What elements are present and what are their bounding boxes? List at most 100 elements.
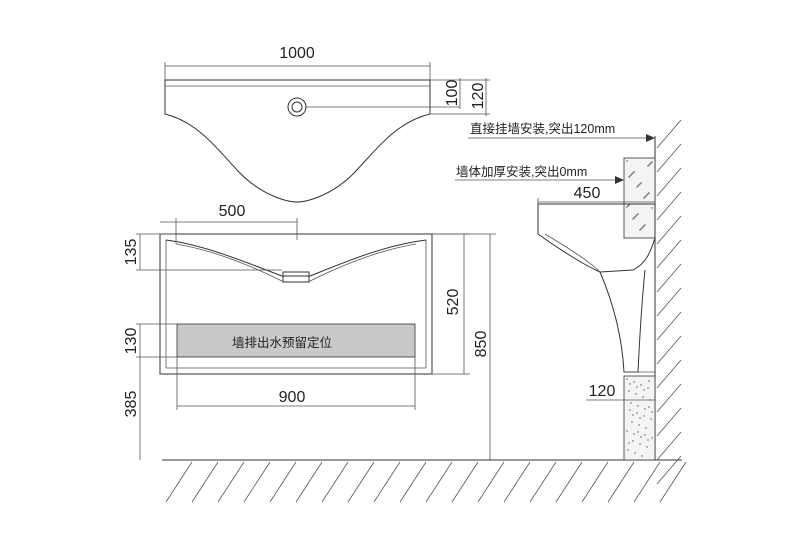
wall-hatch-line <box>656 215 682 245</box>
wall-stipple-dot <box>645 427 647 429</box>
wall-stipple-dot <box>643 389 645 391</box>
wall-stipple-dot <box>637 405 639 407</box>
wall-stipple-dot <box>626 206 628 208</box>
cabinet-body <box>159 233 433 375</box>
wall-stipple-dot <box>632 218 634 220</box>
wall-stipple-dot <box>637 431 639 433</box>
top-width-label: 1000 <box>279 45 315 62</box>
wall-stipple-dot <box>648 192 650 194</box>
wall-stipple-dot <box>636 214 638 216</box>
wall-stipple-dot <box>629 175 631 177</box>
wall-stipple-dot <box>644 196 646 198</box>
wall-stipple-dot <box>636 186 638 188</box>
drain-zone-height-label: 130 <box>123 328 140 355</box>
wall-hatch-line <box>656 167 682 197</box>
wall-stipple-dot <box>644 408 646 410</box>
front-view: 500 135 520 850 墙排出水预留定位 130 385 900 <box>123 203 496 460</box>
floor-hatch <box>162 459 687 503</box>
wall-stipple-dot <box>627 449 629 451</box>
front-basin-curve <box>165 239 427 277</box>
wall-stipple-dot <box>632 440 634 442</box>
floor-hatch-line <box>607 461 635 503</box>
wall-stipple-dot <box>630 174 632 176</box>
wall-hatch-line <box>656 239 682 269</box>
floor-hatch-line <box>451 461 479 503</box>
wall-hatch-line <box>656 335 682 365</box>
wall-stipple-dot <box>647 439 649 441</box>
wall-stipple-dot <box>650 162 652 164</box>
top-view: 1000 100 120 <box>164 45 490 203</box>
wall-stipple-dot <box>634 216 636 218</box>
wall-hatch-line <box>656 359 682 389</box>
wall-stipple-dot <box>647 193 649 195</box>
wall-stipple-dot <box>636 386 638 388</box>
wall-stipple-dot <box>640 228 642 230</box>
wall-stipple-dot <box>629 409 631 411</box>
wall-stipple-dot <box>633 171 635 173</box>
wall-stipple-dot <box>644 434 646 436</box>
basin-width-label: 500 <box>219 203 246 220</box>
wall-stipple-dot <box>639 183 641 185</box>
floor-hatch-line <box>269 461 297 503</box>
wall-stipple-dot <box>639 229 641 231</box>
floor-hatch-line <box>321 461 349 503</box>
wall-stipple-dot <box>639 417 641 419</box>
wall-stipple-dot <box>638 424 640 426</box>
floor-hatch-line <box>373 461 401 503</box>
cabinet-height-label: 520 <box>445 289 462 316</box>
wall-block-label: 120 <box>589 383 616 400</box>
total-height-label: 850 <box>473 331 490 358</box>
wall-stipple-dot <box>641 227 643 229</box>
floor-hatch-line <box>581 461 609 503</box>
wall-hatch-line <box>656 263 682 293</box>
wall-stipple-dot <box>642 226 644 228</box>
wall-stipple-dot <box>644 224 646 226</box>
wall-stipple-dot <box>630 402 632 404</box>
wall-stipple-dot <box>643 225 645 227</box>
drain-zone <box>176 323 416 358</box>
wall-stipple-dot <box>627 205 629 207</box>
wall-stipple-dot <box>634 452 636 454</box>
wall-stipple-dot <box>648 380 650 382</box>
basin-height-label: 135 <box>123 239 140 266</box>
floor-gap-label: 385 <box>123 391 140 418</box>
floor-hatch-line <box>165 461 193 503</box>
side-view: 450 直接挂墙安装,突出120mm 墙体加厚安装,突出0mm 120 <box>455 119 682 485</box>
top-view-basin-outline <box>164 79 431 203</box>
wall-stipple-dot <box>628 204 630 206</box>
wall-stipple-dot <box>639 443 641 445</box>
wall-stipple-dot <box>651 161 653 163</box>
wall-stipple-dot <box>637 213 639 215</box>
wall-hatch-line <box>656 455 682 485</box>
wall-stipple-dot <box>641 455 643 457</box>
note-direct-mount: 直接挂墙安装,突出120mm <box>470 121 615 136</box>
wall-stipple-dot <box>635 215 637 217</box>
wall-hatch-line <box>656 287 682 317</box>
wall-stipple-dot <box>635 393 637 395</box>
floor-hatch-line <box>503 461 531 503</box>
floor-hatch-line <box>425 461 453 503</box>
side-depth-label: 450 <box>574 185 601 202</box>
wall-stipple-dot <box>632 172 634 174</box>
wall-stipple-dot <box>626 430 628 432</box>
wall-stipple-dot <box>645 195 647 197</box>
wall-stipple-dot <box>647 165 649 167</box>
wall-stipple-dot <box>642 396 644 398</box>
wall-stipple-dot <box>640 182 642 184</box>
wall-stipple-dot <box>631 173 633 175</box>
floor-hatch-line <box>477 461 505 503</box>
wall-hatch-line <box>656 431 682 461</box>
wall-hatch-line <box>656 311 682 341</box>
top-depth-label-120: 120 <box>470 83 487 110</box>
wall-stipple-dot <box>633 433 635 435</box>
floor-hatch-line <box>659 461 687 503</box>
wall-hatch-line <box>656 143 682 173</box>
floor-hatch-line <box>399 461 427 503</box>
wall-stipple-dot <box>631 421 633 423</box>
wall-stipple-dot <box>651 411 653 413</box>
wall-stipple-dot <box>648 164 650 166</box>
faucet-hole-inner <box>291 101 303 113</box>
wall-stipple-dot <box>651 207 653 209</box>
side-basin-profile <box>537 203 656 273</box>
